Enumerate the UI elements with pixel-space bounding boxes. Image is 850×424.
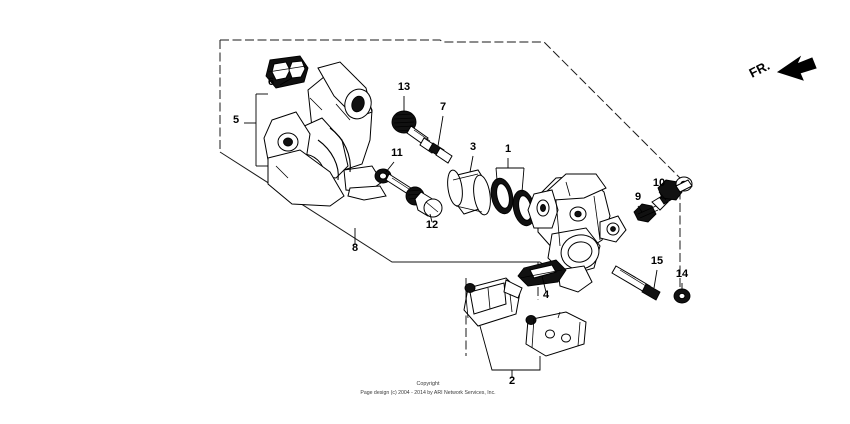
callout-number-11: 11 <box>391 147 403 159</box>
caliper-bracket-part <box>263 61 387 207</box>
callout-number-3: 3 <box>470 141 476 153</box>
copyright-line: Copyright <box>416 381 440 387</box>
footer-copyright: Copyright Page design (c) 2004 - 2014 by… <box>360 381 495 396</box>
brake-pad-lower-part <box>525 311 587 357</box>
callout-number-4: 4 <box>543 289 550 301</box>
piston-seal-rings-part <box>490 177 536 227</box>
leader-lines <box>244 77 683 378</box>
brake-pad-upper-part <box>463 277 523 327</box>
page-design-credit-line: Page design (c) 2004 - 2014 by ARI Netwo… <box>360 390 495 396</box>
sealing-washer-part <box>673 288 691 304</box>
callout-number-2: 2 <box>509 375 515 387</box>
callout-number-9: 9 <box>635 191 641 203</box>
caliper-pin-part <box>405 186 443 218</box>
arrow-up-right-icon <box>776 55 817 81</box>
callout-number-8: 8 <box>352 242 358 254</box>
callout-number-13: 13 <box>398 81 410 93</box>
caliper-piston-part <box>447 169 491 216</box>
front-direction-marker: FR. <box>747 55 817 81</box>
pad-retainer-clip-part <box>265 55 309 89</box>
callout-number-5: 5 <box>233 114 239 126</box>
callout-number-12: 12 <box>426 219 438 231</box>
callout-number-14: 14 <box>676 268 689 280</box>
front-direction-label: FR. <box>747 58 772 81</box>
callout-numbers: 1 2 3 4 5 6 7 8 9 10 11 12 13 14 15 <box>233 76 689 387</box>
callout-number-1: 1 <box>505 143 511 155</box>
brake-hose-joint-part <box>657 176 693 201</box>
caliper-body-part <box>527 173 627 293</box>
callout-number-10: 10 <box>653 177 665 189</box>
pad-spring-retainer-part <box>517 259 567 287</box>
callout-number-6: 6 <box>268 76 274 88</box>
callout-number-15: 15 <box>651 255 663 267</box>
callout-number-7: 7 <box>440 101 446 113</box>
pin-boot-sleeve-part <box>374 168 415 197</box>
caliper-pin-bolt-part <box>406 125 453 164</box>
caliper-mounting-bolt-part <box>611 265 661 301</box>
